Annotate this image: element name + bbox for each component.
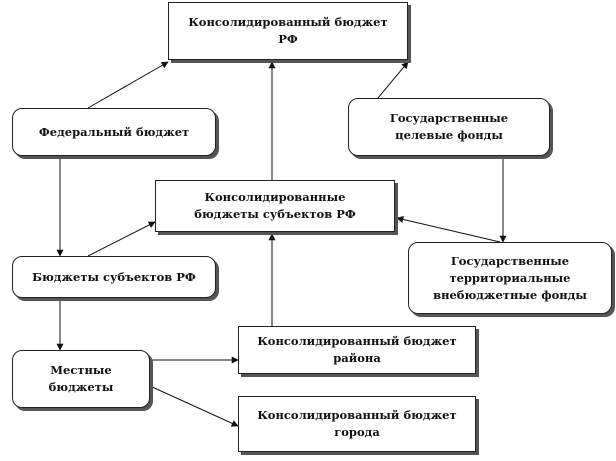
node-federal-budget: Федеральный бюджет	[12, 108, 216, 156]
node-local-budgets: Местные бюджеты	[12, 350, 150, 408]
node-subjects-budgets: Бюджеты субъектов РФ	[12, 256, 216, 298]
arrow-federal-to-consolidated-rf	[87, 61, 169, 109]
node-territorial-extrabudgetary-funds: Государственные территориальные внебюдже…	[408, 242, 612, 314]
node-consolidated-city-budget: Консолидированный бюджет города	[238, 396, 476, 452]
node-state-target-funds: Государственные целевые фонды	[348, 98, 550, 156]
arrow-state-funds-to-consolidated-rf	[377, 61, 409, 99]
arrow-subjects-to-consolidated-subjects	[87, 221, 156, 257]
connector-arrows	[56, 61, 507, 427]
node-consolidated-budget-rf: Консолидированный бюджет РФ	[168, 2, 408, 60]
node-consolidated-district-budget: Консолидированный бюджет района	[238, 326, 476, 374]
arrow-territorial-funds-to-consolidated-subjects	[396, 216, 501, 243]
arrow-local-to-consolidated-city	[149, 385, 239, 427]
node-consolidated-subjects-budgets: Консолидированные бюджеты субъектов РФ	[155, 180, 395, 232]
